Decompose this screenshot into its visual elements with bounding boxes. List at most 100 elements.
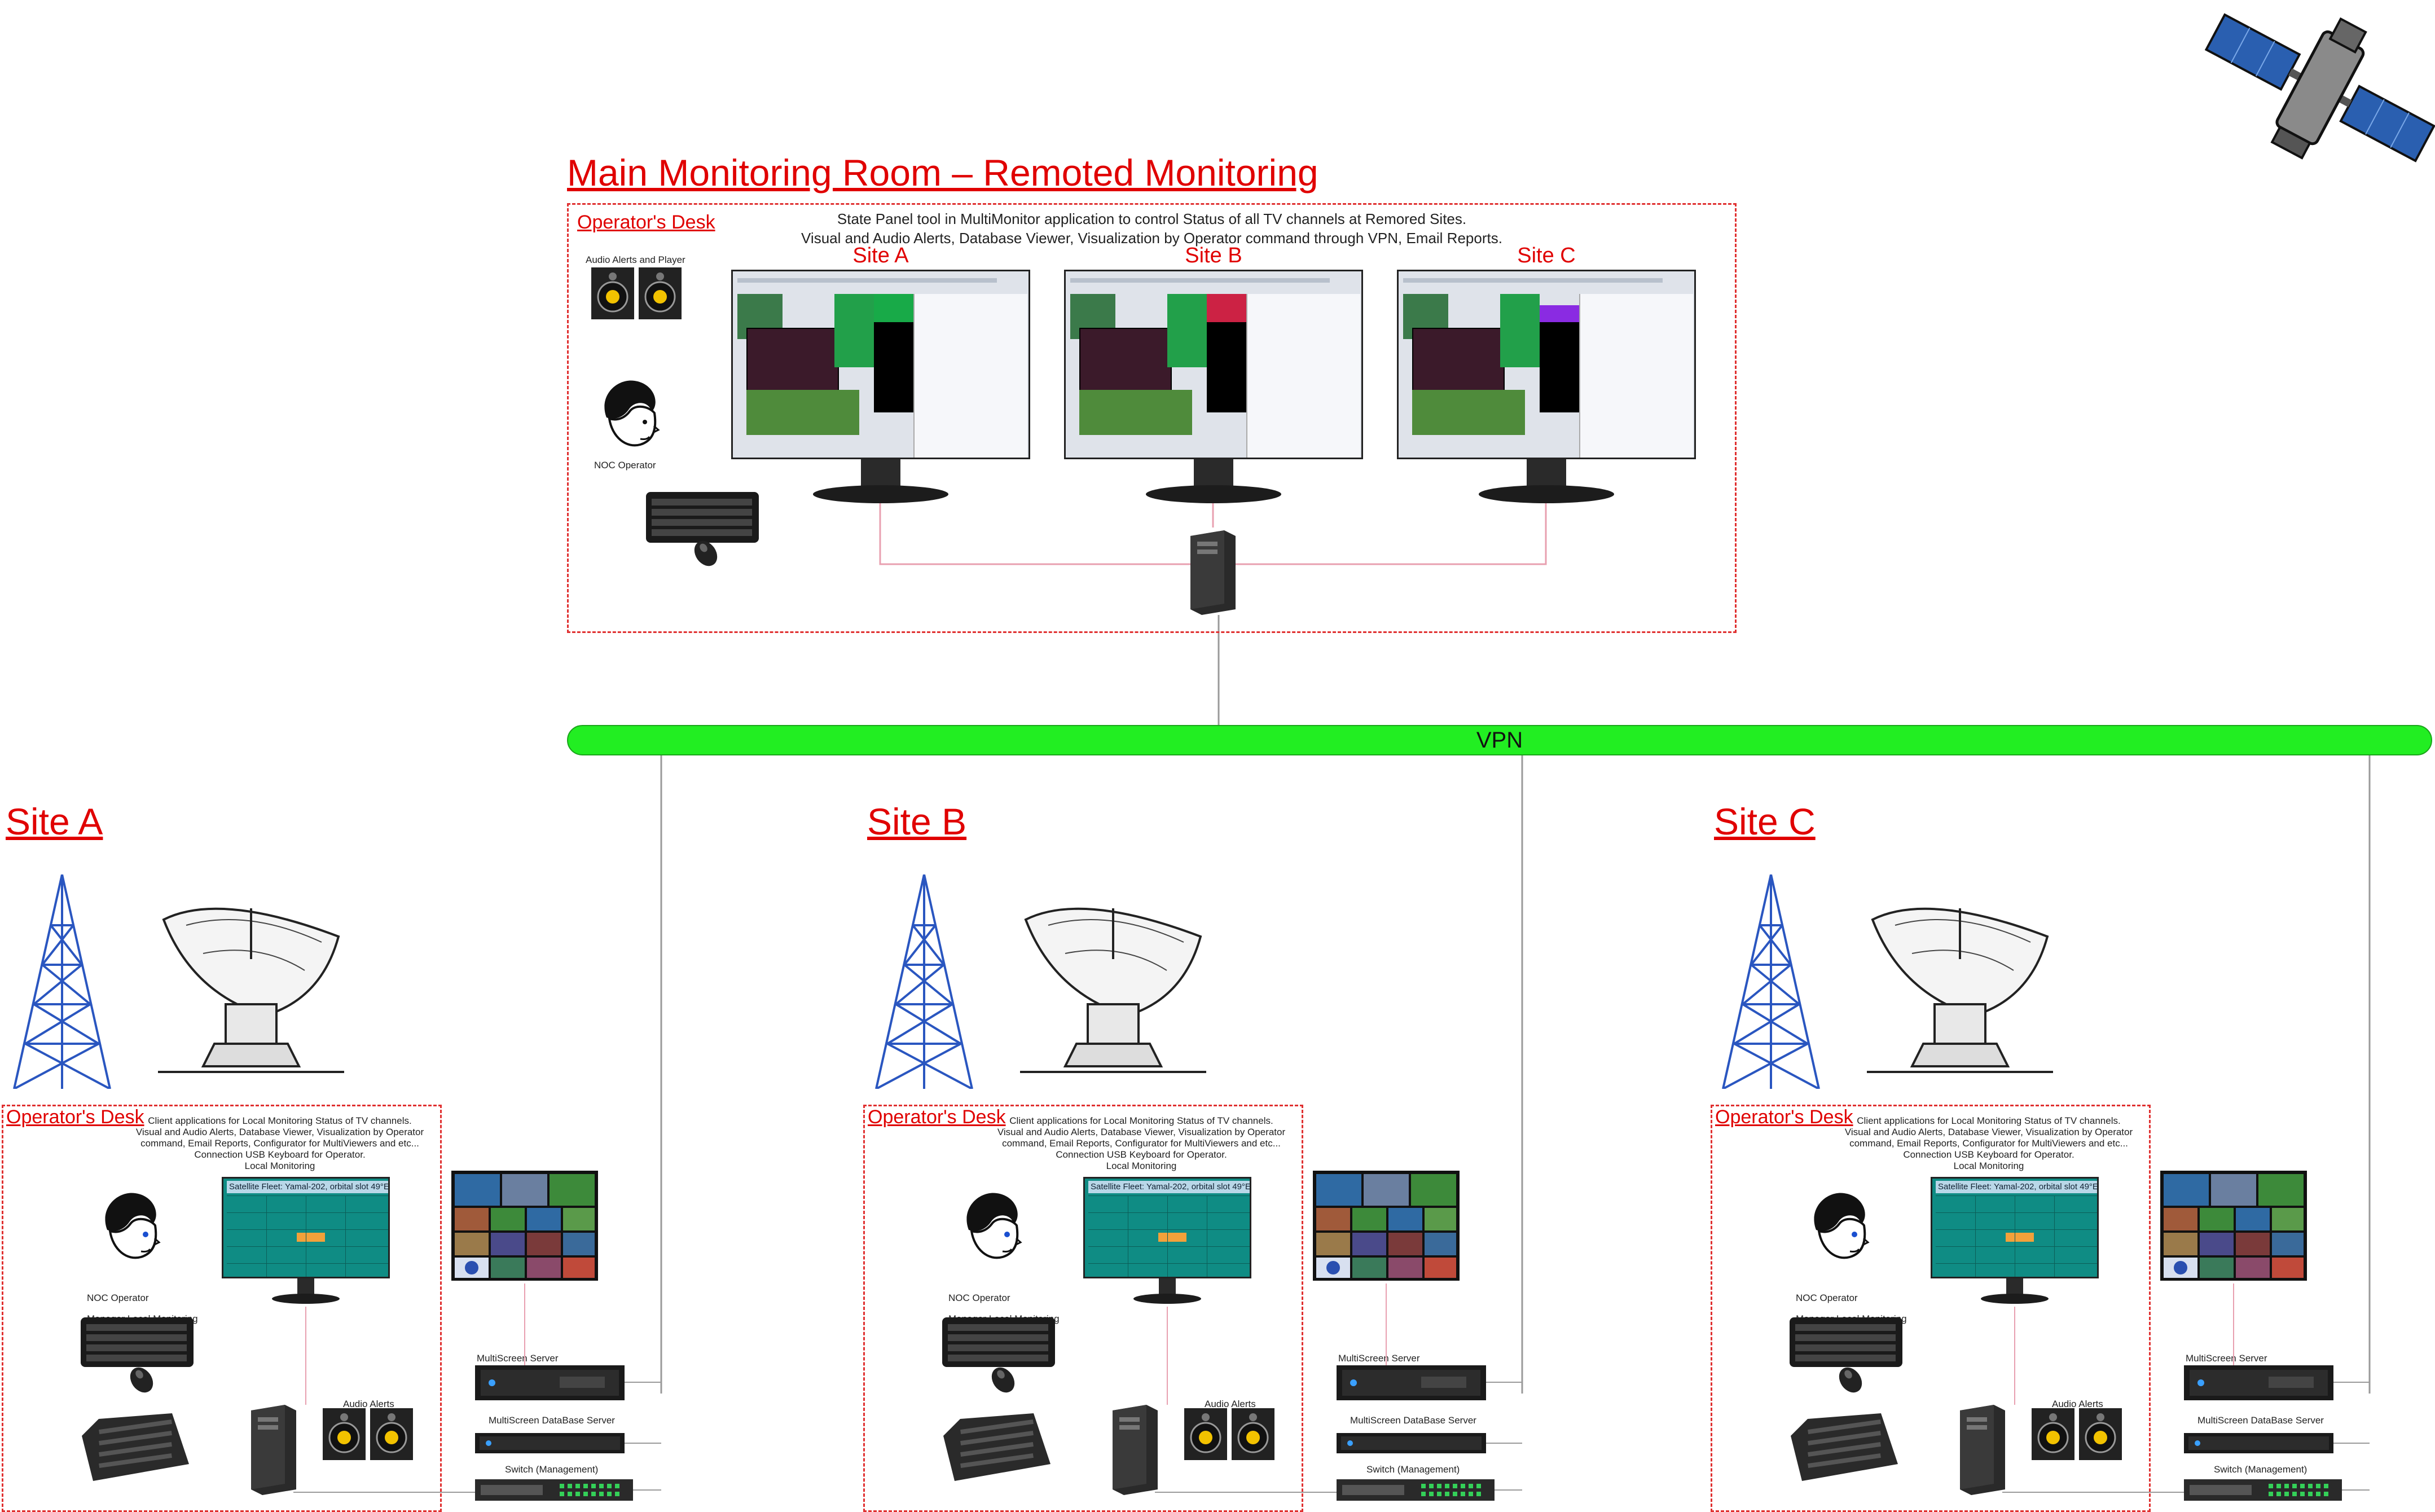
site-a-desc-2: Visual and Audio Alerts, Database Viewer… [135, 1127, 424, 1137]
site-c-desc-2: Visual and Audio Alerts, Database Viewer… [1844, 1127, 2133, 1137]
site-c-multiviewer-icon [2160, 1171, 2307, 1281]
site-b-desc-3: command, Email Reports, Configurator for… [1002, 1138, 1281, 1149]
tower-icon [13, 874, 111, 1089]
vpn-label: VPN [1476, 728, 1523, 753]
site-a-pc-tower-icon [251, 1405, 296, 1495]
keyboard-icon [646, 492, 759, 543]
main-desk-label: Operator's Desk [577, 212, 715, 233]
site-a-db-server-label: MultiScreen DataBase Server [489, 1415, 615, 1426]
main-monitor-site-b: Site B [1064, 244, 1363, 507]
site-a-server-icon [475, 1365, 625, 1400]
audio-alerts-label: Audio Alerts and Player [586, 254, 685, 265]
site-c-pc-tower-icon [1960, 1405, 2005, 1495]
site-b-satellite-dish-icon [1020, 907, 1206, 1073]
site-c-satellite-dish-icon [1867, 907, 2053, 1073]
site-b-operator-desk: Operator's Desk Client applications for … [863, 1105, 1303, 1512]
site-b-db-server-icon [1337, 1433, 1486, 1453]
site-c-server-label: MultiScreen Server [2186, 1353, 2267, 1364]
site-b-server-label: MultiScreen Server [1338, 1353, 1420, 1364]
site-c-audio-alerts: Audio Alerts [2052, 1399, 2103, 1409]
site-a-desk-label: Operator's Desk [6, 1106, 144, 1128]
pc-tower-icon [1190, 530, 1236, 615]
operator-icon [604, 380, 660, 447]
site-a-desc-4: Connection USB Keyboard for Operator. [194, 1149, 366, 1160]
site-c-tower-icon [1722, 874, 1820, 1089]
site-b-db-server-label: MultiScreen DataBase Server [1350, 1415, 1476, 1426]
site-a-db-server-icon [475, 1433, 625, 1453]
site-b-local-monitor: Satellite Fleet: Yamal-202, orbital slot… [1083, 1177, 1251, 1307]
site-b-keyboard-icon [942, 1317, 1055, 1367]
site-c-local-monitoring: Local Monitoring [1953, 1161, 2024, 1171]
main-operator-desk: Operator's Desk State Panel tool in Mult… [567, 203, 1737, 633]
main-operator-label: NOC Operator [594, 460, 656, 471]
site-b-usb-keypad-icon [943, 1413, 1051, 1481]
site-b-desc-1: Client applications for Local Monitoring… [1009, 1115, 1273, 1126]
site-a-multiviewer-icon [451, 1171, 598, 1281]
site-b-tower-icon [875, 874, 973, 1089]
main-monitor-site-a: Site A [731, 244, 1030, 507]
monitor-label-site-b: Site B [1185, 244, 1242, 267]
site-c-mouse-icon [1839, 1367, 1862, 1393]
site-b-switch-icon [1337, 1479, 1495, 1501]
site-b-local-monitoring: Local Monitoring [1106, 1161, 1177, 1171]
site-c-usb-keypad-icon [1791, 1413, 1898, 1481]
site-c-desc-1: Client applications for Local Monitoring… [1857, 1115, 2121, 1126]
site-a-mouse-icon [130, 1367, 153, 1393]
site-c-local-monitor: Satellite Fleet: Yamal-202, orbital slot… [1931, 1177, 2099, 1307]
monitor-label-site-a: Site A [852, 244, 909, 267]
site-c-desc-3: command, Email Reports, Configurator for… [1849, 1138, 2128, 1149]
site-a-audio-alerts: Audio Alerts [343, 1399, 394, 1409]
site-c-keyboard-icon [1790, 1317, 1902, 1367]
site-a-usb-keypad-icon [82, 1413, 189, 1481]
mouse-icon [694, 540, 718, 566]
site-a-screen-header: Satellite Fleet: Yamal-202, orbital slot… [227, 1181, 388, 1193]
site-b-desc-2: Visual and Audio Alerts, Database Viewer… [997, 1127, 1286, 1137]
site-b-audio-alerts: Audio Alerts [1205, 1399, 1256, 1409]
site-c-speaker-icon [2032, 1408, 2122, 1460]
vpn-bar: VPN [567, 725, 2432, 755]
site-c-switch-label: Switch (Management) [2214, 1464, 2307, 1475]
site-c-operator-icon [1814, 1193, 1870, 1259]
site-c-title: Site C [1714, 801, 1816, 842]
main-desk-description-1: State Panel tool in MultiMonitor applica… [837, 210, 1467, 227]
site-c-screen-header: Satellite Fleet: Yamal-202, orbital slot… [1936, 1181, 2097, 1193]
main-room-title: Main Monitoring Room – Remoted Monitorin… [567, 152, 1318, 194]
site-b-switch-label: Switch (Management) [1366, 1464, 1460, 1475]
site-c-server-icon [2184, 1365, 2333, 1400]
site-a-operator-label: NOC Operator [87, 1293, 149, 1303]
site-a-switch-icon [475, 1479, 633, 1501]
site-c-desk-label: Operator's Desk [1715, 1106, 1853, 1128]
site-c-desc-4: Connection USB Keyboard for Operator. [1903, 1149, 2074, 1160]
site-a-local-monitor: Satellite Fleet: Yamal-202, orbital slot… [222, 1177, 390, 1307]
site-b-screen-header: Satellite Fleet: Yamal-202, orbital slot… [1088, 1181, 1250, 1193]
site-a-server-label: MultiScreen Server [477, 1353, 559, 1364]
main-monitor-site-c: Site C [1397, 244, 1696, 507]
site-a-keyboard-icon [81, 1317, 194, 1367]
site-b-pc-tower-icon [1113, 1405, 1158, 1495]
site-b-operator-label: NOC Operator [948, 1293, 1010, 1303]
monitor-label-site-c: Site C [1517, 244, 1576, 267]
site-a-title: Site A [6, 801, 103, 842]
site-b-desc-4: Connection USB Keyboard for Operator. [1056, 1149, 1227, 1160]
speaker-icon [591, 267, 682, 319]
site-a-speaker-icon [323, 1408, 413, 1460]
site-b-multiviewer-icon [1313, 1171, 1460, 1281]
site-b-server-icon [1337, 1365, 1486, 1400]
site-b-speaker-icon [1184, 1408, 1274, 1460]
site-c-operator-label: NOC Operator [1796, 1293, 1858, 1303]
site-a-operator-icon [105, 1193, 161, 1259]
site-c-db-server-icon [2184, 1433, 2333, 1453]
main-desk-description-2: Visual and Audio Alerts, Database Viewer… [801, 230, 1502, 247]
site-b-operator-icon [966, 1193, 1022, 1259]
site-a-desc-3: command, Email Reports, Configurator for… [140, 1138, 419, 1149]
satellite-dish-icon [158, 907, 344, 1073]
site-a-local-monitoring: Local Monitoring [244, 1161, 315, 1171]
site-c-switch-icon [2184, 1479, 2342, 1501]
site-a-desc-1: Client applications for Local Monitoring… [148, 1115, 412, 1126]
site-b-title: Site B [867, 801, 967, 842]
satellite-icon [2204, 13, 2435, 162]
site-c-db-server-label: MultiScreen DataBase Server [2197, 1415, 2324, 1426]
site-b-desk-label: Operator's Desk [868, 1106, 1006, 1128]
site-a-operator-desk: Operator's Desk Client applications for … [2, 1105, 442, 1512]
